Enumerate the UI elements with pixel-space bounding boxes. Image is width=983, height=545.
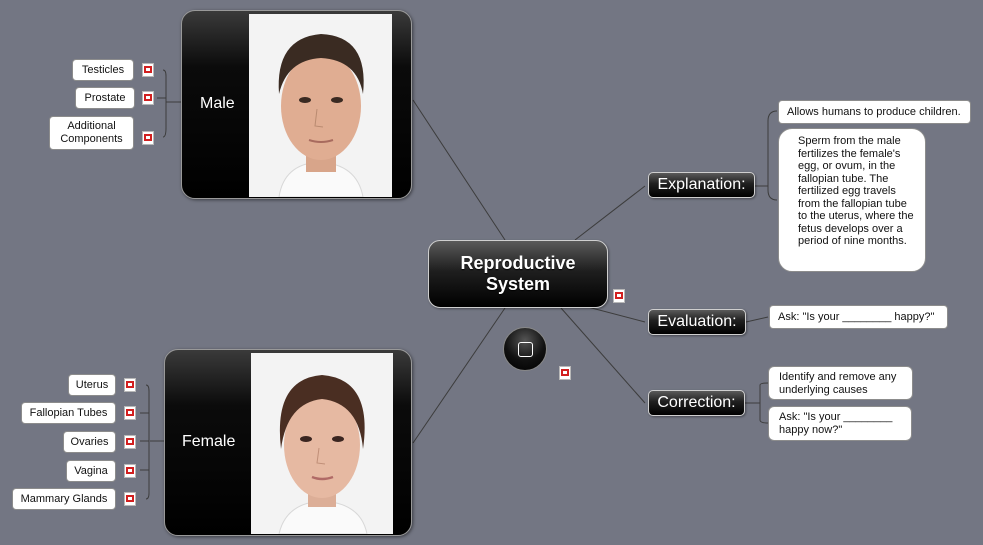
attachment-icon[interactable] bbox=[124, 406, 136, 420]
attachment-icon[interactable] bbox=[142, 131, 154, 145]
male-leaf-testicles[interactable]: Testicles bbox=[72, 59, 134, 81]
attachment-icon[interactable] bbox=[613, 289, 625, 303]
attachment-icon[interactable] bbox=[559, 366, 571, 380]
floating-topic[interactable] bbox=[503, 327, 547, 371]
male-label: Male bbox=[200, 95, 235, 112]
female-topic[interactable]: Female bbox=[164, 349, 412, 536]
central-topic-title: Reproductive System bbox=[460, 253, 576, 294]
female-leaf-fallopian-tubes[interactable]: Fallopian Tubes bbox=[21, 402, 116, 424]
correction-note-ask[interactable]: Ask: "Is your ________ happy now?" bbox=[768, 406, 912, 441]
female-label: Female bbox=[182, 433, 236, 450]
explanation-note-purpose[interactable]: Allows humans to produce children. bbox=[778, 100, 971, 124]
attachment-icon[interactable] bbox=[124, 435, 136, 449]
attachment-icon[interactable] bbox=[124, 378, 136, 392]
correction-note-identify[interactable]: Identify and remove any underlying cause… bbox=[768, 366, 913, 400]
female-leaf-mammary-glands[interactable]: Mammary Glands bbox=[12, 488, 116, 510]
attachment-icon[interactable] bbox=[142, 63, 154, 77]
female-leaf-uterus[interactable]: Uterus bbox=[68, 374, 116, 396]
explanation-topic[interactable]: Explanation: bbox=[648, 172, 755, 198]
evaluation-note[interactable]: Ask: "Is your ________ happy?" bbox=[769, 305, 948, 329]
male-leaf-additional-components[interactable]: Additional Components bbox=[49, 116, 134, 150]
female-leaf-vagina[interactable]: Vagina bbox=[66, 460, 116, 482]
correction-topic[interactable]: Correction: bbox=[648, 390, 745, 416]
female-leaf-ovaries[interactable]: Ovaries bbox=[63, 431, 116, 453]
explanation-note-process[interactable]: Sperm from the male fertilizes the femal… bbox=[778, 128, 926, 272]
attachment-icon[interactable] bbox=[142, 91, 154, 105]
attachment-icon[interactable] bbox=[124, 464, 136, 478]
square-icon bbox=[517, 341, 533, 357]
male-leaf-prostate[interactable]: Prostate bbox=[75, 87, 135, 109]
evaluation-topic[interactable]: Evaluation: bbox=[648, 309, 746, 335]
female-face-image bbox=[251, 353, 393, 534]
attachment-icon[interactable] bbox=[124, 492, 136, 506]
male-topic[interactable]: Male bbox=[181, 10, 412, 199]
male-face-image bbox=[249, 14, 392, 197]
central-topic[interactable]: Reproductive System bbox=[428, 240, 608, 308]
